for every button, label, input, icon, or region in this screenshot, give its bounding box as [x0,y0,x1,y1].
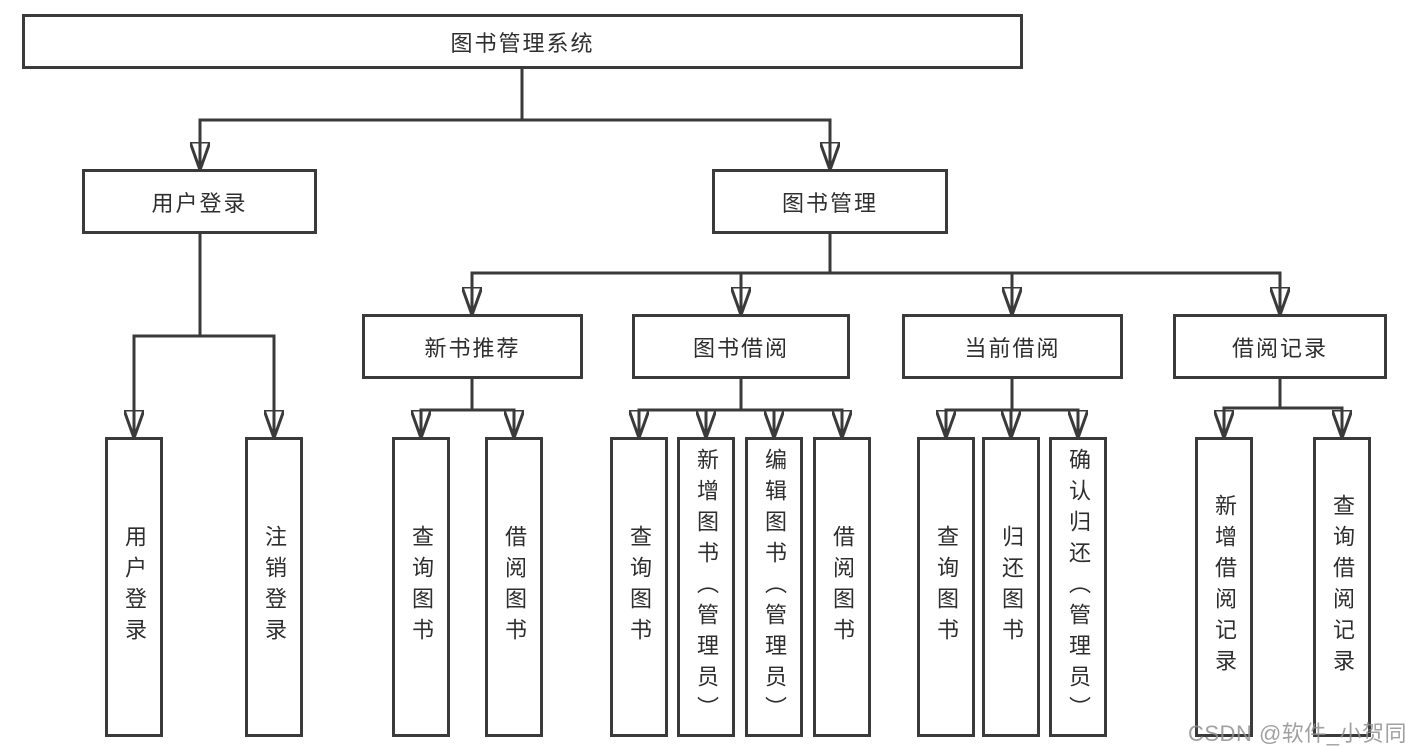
node-new-book-recommendation-label: 新书推荐 [424,335,521,361]
leaf-add-book-admin-label: 新增图书（管理员） [694,447,719,727]
node-current-borrowing: 当前借阅 [902,314,1123,379]
leaf-query-books-borrowing-label: 查询图书 [627,525,652,649]
leaf-add-borrow-record-label: 新增借阅记录 [1212,494,1237,680]
leaf-return-books: 归还图书 [982,437,1040,737]
leaf-add-book-admin: 新增图书（管理员） [677,437,735,737]
node-root-label: 图书管理系统 [450,30,595,56]
leaf-borrow-books-label: 借阅图书 [830,525,855,649]
leaf-edit-book-admin-label: 编辑图书（管理员） [762,447,787,727]
leaf-query-borrow-record-label: 查询借阅记录 [1330,494,1355,680]
leaf-confirm-return-admin: 确认归还（管理员） [1049,437,1107,737]
leaf-query-books-current-label: 查询图书 [934,525,959,649]
leaf-query-books-recommend-label: 查询图书 [409,525,434,649]
leaf-confirm-return-admin-label: 确认归还（管理员） [1066,447,1091,727]
connector-borrowing-records-children [1224,377,1342,439]
node-user-login: 用户登录 [82,169,317,234]
node-current-borrowing-label: 当前借阅 [964,335,1061,361]
leaf-borrow-books: 借阅图书 [813,437,871,737]
node-root: 图书管理系统 [22,14,1023,69]
connector-current-borrowing-children [946,377,1078,439]
node-book-management-label: 图书管理 [781,190,878,216]
leaf-borrow-books-recommend-label: 借阅图书 [502,525,527,649]
connector-book-borrowing-children [639,377,842,439]
node-user-login-label: 用户登录 [151,190,248,216]
node-borrowing-records: 借阅记录 [1173,314,1387,379]
node-borrowing-records-label: 借阅记录 [1231,335,1328,361]
connector-root-to-level2 [200,67,830,171]
node-book-borrowing: 图书借阅 [632,314,850,379]
leaf-user-login-label: 用户登录 [122,525,147,649]
csdn-watermark: CSDN @软件_小贺同学 [1188,721,1405,746]
node-new-book-recommendation: 新书推荐 [362,314,583,379]
leaf-user-login: 用户登录 [105,437,163,737]
connector-book-management-children [472,232,1280,316]
connector-new-book-recommendation-children [421,377,514,439]
leaf-add-borrow-record: 新增借阅记录 [1195,437,1253,737]
leaf-borrow-books-recommend: 借阅图书 [485,437,543,737]
connector-user-login-children [134,232,274,439]
node-book-borrowing-label: 图书借阅 [692,335,789,361]
leaf-query-books-recommend: 查询图书 [392,437,450,737]
leaf-return-books-label: 归还图书 [999,525,1024,649]
leaf-logout-login-label: 注销登录 [262,525,287,649]
leaf-logout-login: 注销登录 [245,437,303,737]
leaf-query-borrow-record: 查询借阅记录 [1313,437,1371,737]
leaf-query-books-current: 查询图书 [917,437,975,737]
leaf-edit-book-admin: 编辑图书（管理员） [745,437,803,737]
node-book-management: 图书管理 [712,169,948,234]
leaf-query-books-borrowing: 查询图书 [610,437,668,737]
